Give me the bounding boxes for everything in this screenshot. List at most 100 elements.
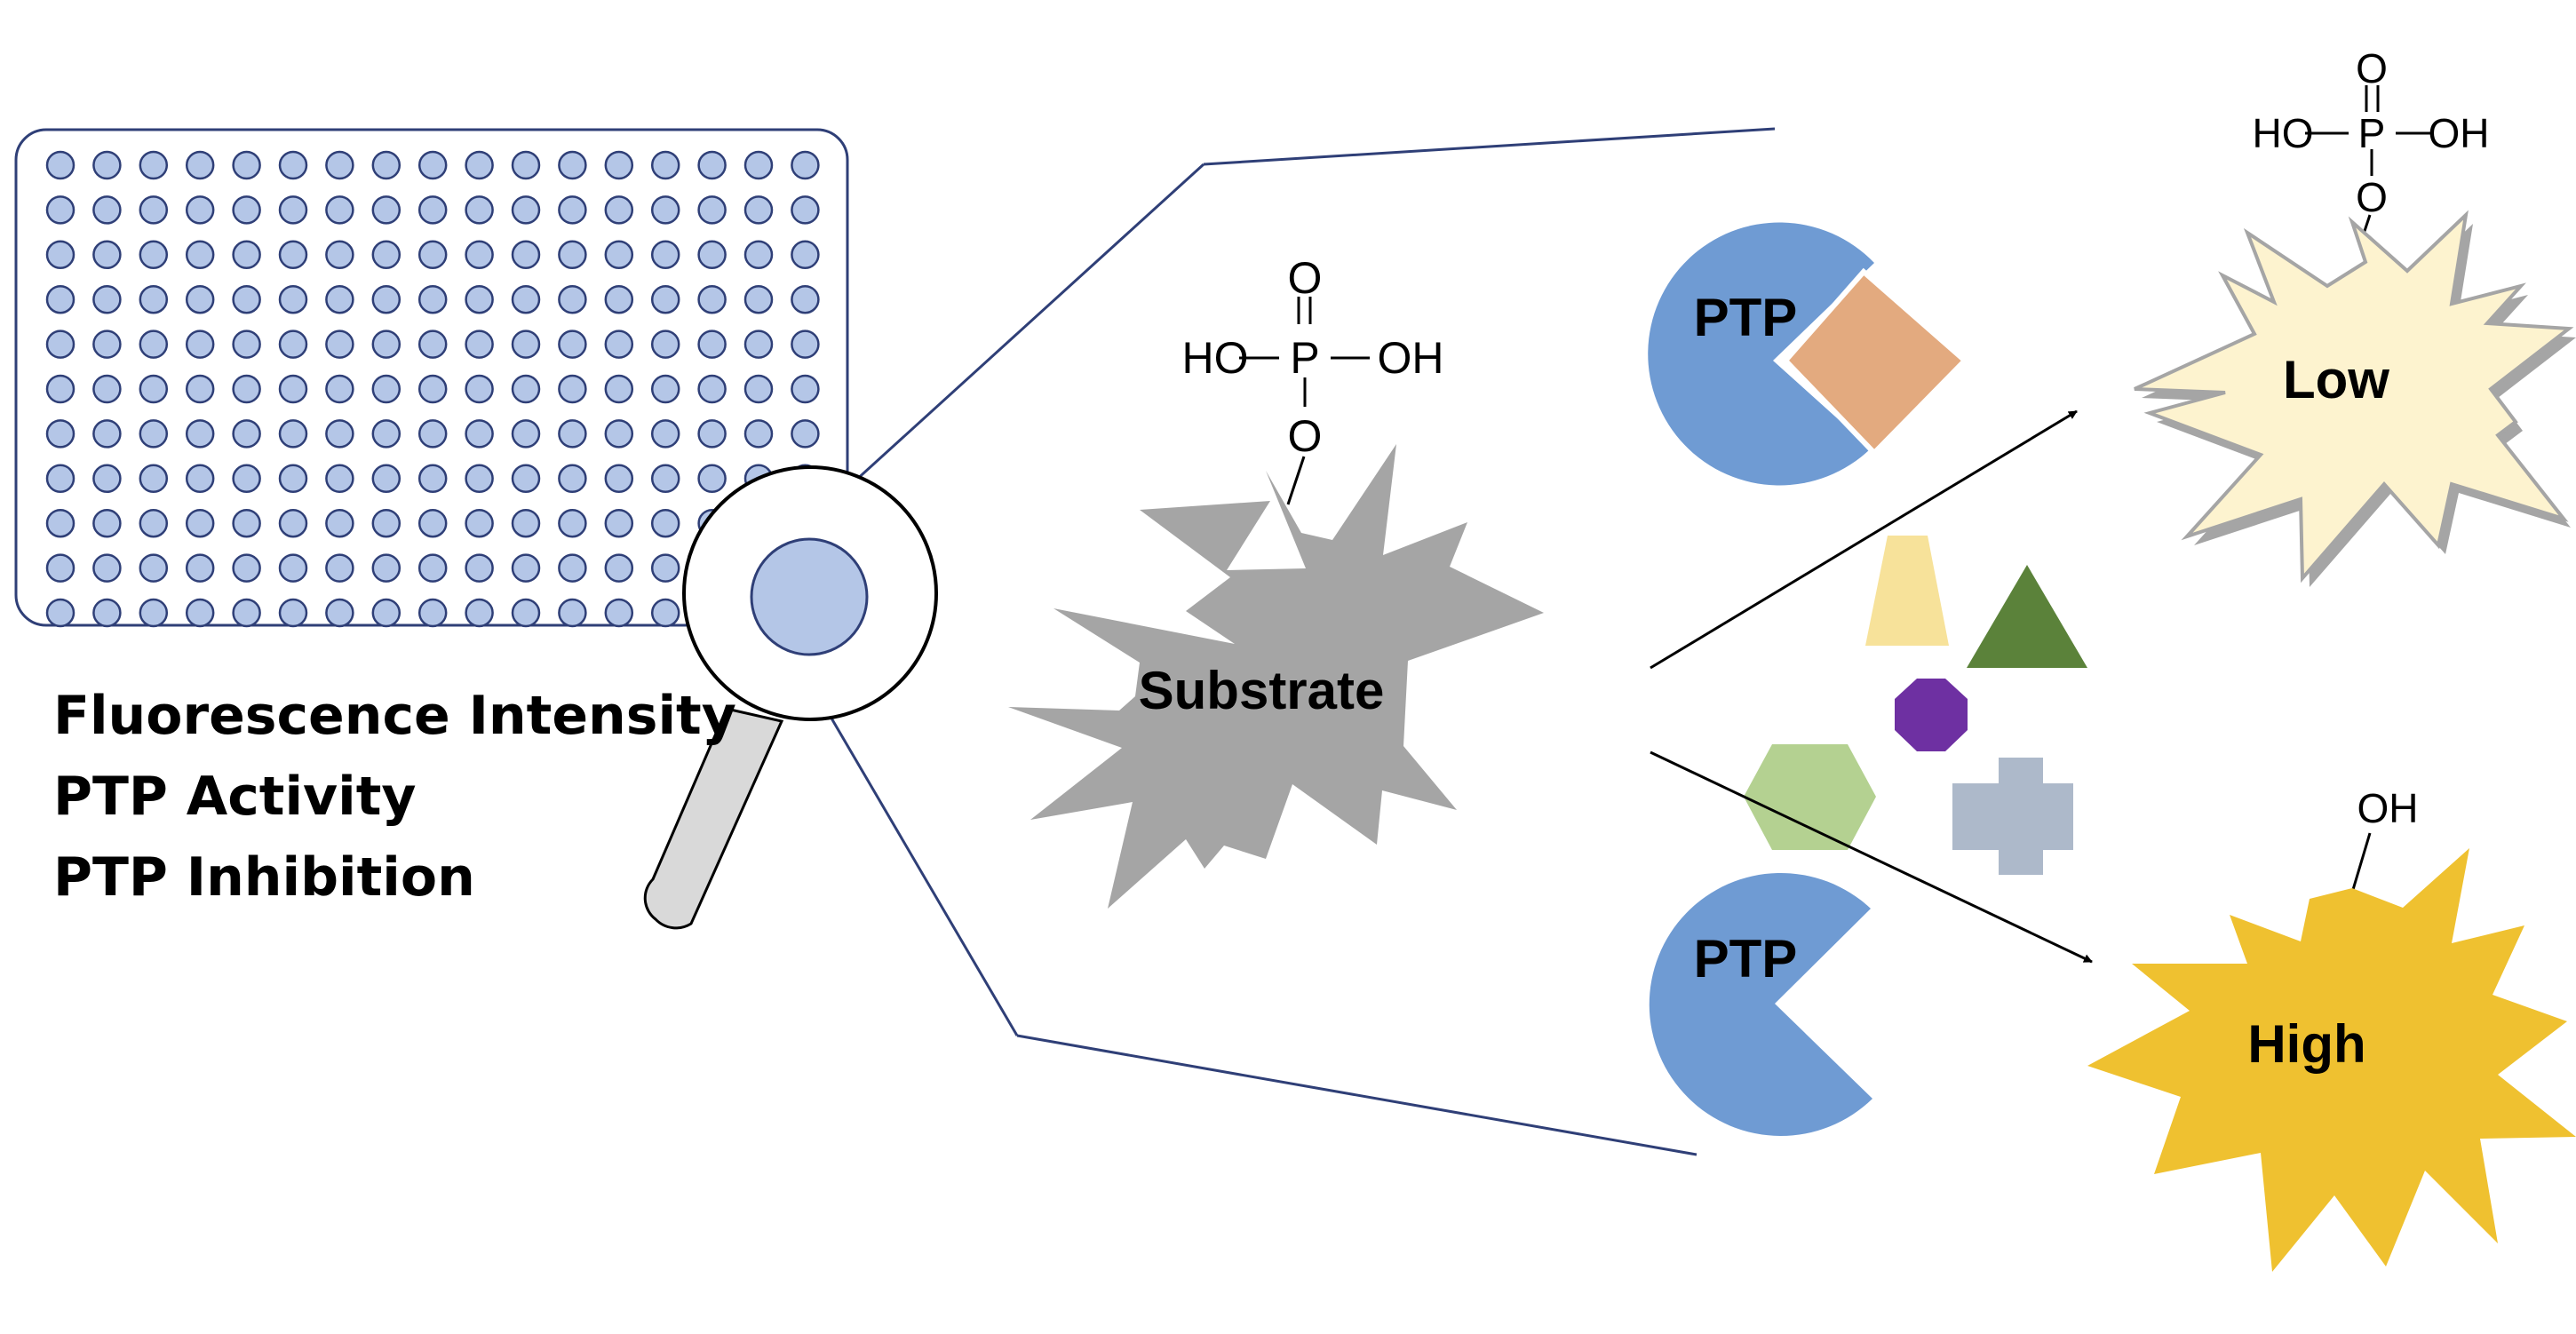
plate-well bbox=[697, 240, 727, 270]
low-atom-bottom-o: O bbox=[2356, 174, 2388, 220]
plate-well bbox=[697, 374, 727, 404]
plate-well bbox=[558, 508, 587, 538]
plate-well bbox=[417, 374, 448, 404]
plate-well bbox=[45, 553, 76, 583]
plate-well bbox=[465, 150, 494, 180]
plate-well bbox=[371, 508, 402, 538]
plate-well bbox=[511, 284, 541, 314]
plate-well bbox=[45, 195, 76, 225]
plate-well bbox=[604, 284, 634, 314]
plate-well bbox=[92, 464, 122, 494]
plate-well bbox=[511, 598, 541, 628]
plate-well bbox=[650, 553, 680, 583]
plate-well bbox=[465, 284, 494, 314]
plate-well bbox=[45, 598, 76, 628]
plate-well bbox=[465, 464, 494, 494]
plate-well bbox=[139, 150, 169, 180]
plate-well bbox=[278, 150, 308, 180]
plate-well bbox=[650, 240, 680, 270]
plate-well bbox=[558, 464, 587, 494]
plate-well bbox=[139, 195, 169, 225]
microplate bbox=[14, 128, 849, 628]
plate-well bbox=[232, 240, 261, 270]
plate-well bbox=[650, 464, 680, 494]
plate-well bbox=[278, 464, 308, 494]
high-label: High bbox=[2247, 1014, 2365, 1074]
plate-well bbox=[325, 150, 354, 180]
plate-well bbox=[232, 553, 261, 583]
plate-well bbox=[139, 464, 169, 494]
plate-well bbox=[278, 374, 308, 404]
plate-well bbox=[604, 240, 634, 270]
plate-well bbox=[139, 508, 169, 538]
plate-well bbox=[511, 195, 541, 225]
plate-well bbox=[558, 195, 587, 225]
magnifier-handle bbox=[643, 707, 784, 930]
plate-well bbox=[650, 330, 680, 359]
plate-well bbox=[92, 284, 122, 314]
plate-well bbox=[465, 419, 494, 449]
plate-well bbox=[232, 598, 261, 628]
arrow-to-high bbox=[1650, 750, 2093, 964]
plate-well bbox=[92, 374, 122, 404]
plate-well bbox=[325, 464, 354, 494]
plate-well bbox=[604, 374, 634, 404]
plate-well bbox=[791, 374, 820, 404]
low-atom-p: P bbox=[2358, 110, 2386, 156]
plate-well bbox=[45, 150, 76, 180]
plate-well bbox=[325, 553, 354, 583]
plate-well bbox=[511, 330, 541, 359]
plate-well bbox=[232, 330, 261, 359]
plate-well bbox=[465, 508, 494, 538]
plate-well bbox=[278, 598, 308, 628]
plate-well bbox=[791, 419, 820, 449]
plate-well bbox=[185, 284, 215, 314]
plate-well bbox=[45, 374, 76, 404]
low-label: Low bbox=[2283, 350, 2389, 409]
plate-well bbox=[558, 240, 587, 270]
plate-well bbox=[743, 195, 774, 225]
plate-well bbox=[371, 598, 402, 628]
plate-well bbox=[604, 419, 634, 449]
inhibitor-hexagon bbox=[1744, 744, 1876, 850]
plate-well bbox=[139, 374, 169, 404]
plate-well bbox=[185, 464, 215, 494]
plate-well bbox=[185, 330, 215, 359]
plate-well bbox=[465, 240, 494, 270]
plate-well bbox=[417, 419, 448, 449]
plate-well bbox=[743, 284, 774, 314]
plate-well bbox=[371, 150, 402, 180]
plate-well bbox=[45, 240, 76, 270]
plate-well bbox=[92, 330, 122, 359]
plate-well bbox=[604, 598, 634, 628]
plate-well bbox=[791, 284, 820, 314]
plate-well bbox=[185, 374, 215, 404]
plate-well bbox=[697, 419, 727, 449]
plate-well bbox=[371, 419, 402, 449]
bond-o-substrate bbox=[1286, 456, 1306, 505]
plate-well bbox=[92, 598, 122, 628]
plate-well bbox=[650, 284, 680, 314]
ptp-top-enzyme bbox=[1648, 222, 1874, 486]
arrow-to-low bbox=[1650, 409, 2078, 670]
plate-well bbox=[697, 464, 727, 494]
plate-well bbox=[465, 330, 494, 359]
plate-well bbox=[791, 330, 820, 359]
plate-well bbox=[325, 598, 354, 628]
plate-well bbox=[650, 195, 680, 225]
plate-well bbox=[465, 553, 494, 583]
plate-well bbox=[232, 284, 261, 314]
plate-well bbox=[417, 598, 448, 628]
inhibitor-cross bbox=[1952, 758, 2073, 875]
plate-well bbox=[511, 464, 541, 494]
plate-well bbox=[650, 419, 680, 449]
plate-well bbox=[232, 374, 261, 404]
plate-well bbox=[697, 284, 727, 314]
plate-well bbox=[139, 553, 169, 583]
plate-well bbox=[697, 330, 727, 359]
inhibitor-triangle bbox=[1967, 565, 2087, 668]
plate-well bbox=[743, 240, 774, 270]
plate-well bbox=[325, 330, 354, 359]
plate-well bbox=[139, 598, 169, 628]
